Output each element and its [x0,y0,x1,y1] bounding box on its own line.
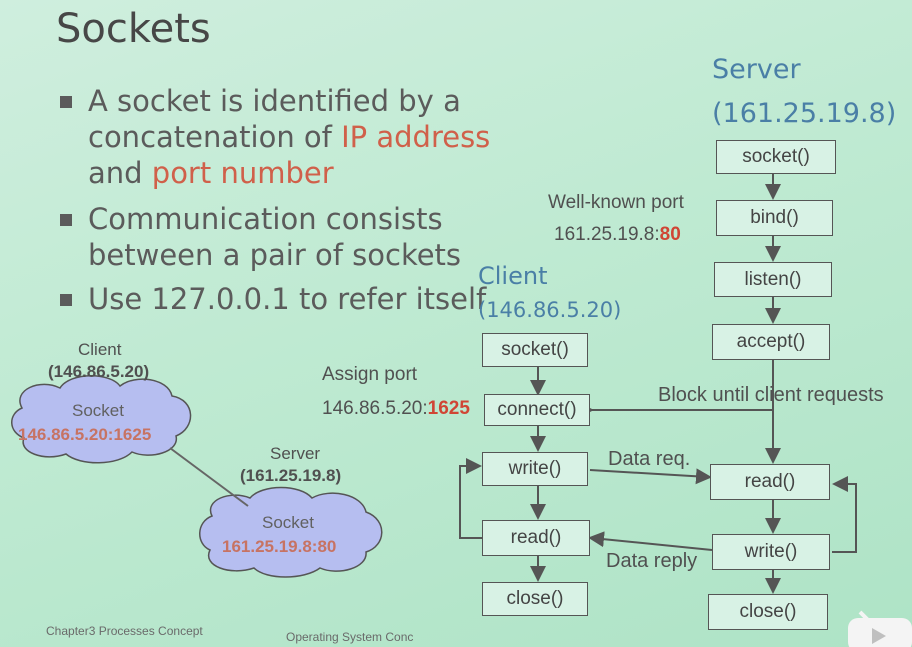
client-connect-box: connect() [484,394,590,426]
bullet-text: Communication consists [88,202,443,237]
server-socket-address: 161.25.19.8:80 [222,537,337,556]
footer-chapter: Chapter3 Processes Concept [46,624,203,638]
well-known-port-address: 161.25.19.8:80 [554,224,681,245]
client-ip: (146.86.5.20) [48,362,150,381]
well-known-port-label: Well-known port [548,192,684,213]
client-socket-address: 146.86.5.20:1625 [18,425,152,444]
client-write-box: write() [482,452,588,486]
client-close-box: close() [482,582,588,616]
plain-text: and [88,156,152,190]
assign-port-address: 146.86.5.20:1625 [322,398,470,419]
server-write-box: write() [712,534,830,570]
socket-link-line [169,447,249,507]
corner-logo-icon [848,610,912,647]
server-heading: Server [712,54,801,85]
plain-text: between a pair of sockets [88,238,462,272]
server-ip: (161.25.19.8) [240,466,342,485]
server-bind-box: bind() [716,200,833,236]
server-close-box: close() [708,594,828,630]
block-until-label: Block until client requests [658,384,884,406]
highlighted-text: IP address [341,120,491,154]
bullet-text: A socket is identified by a [88,84,461,119]
server-listen-box: listen() [714,262,832,297]
bullet-text: Use 127.0.0.1 to refer itself [88,282,486,317]
bullet-square-icon [60,214,72,226]
server-accept-box: accept() [712,324,830,360]
client-heading-ip: (146.86.5.20) [478,298,622,322]
client-socket-box: socket() [482,333,588,367]
server-socket-box: socket() [716,140,836,174]
bullet-text: and port number [88,156,334,191]
server-label: Server [270,444,321,463]
server-socket-cloud [199,486,383,578]
client-heading: Client [478,262,548,290]
plain-text: Communication consists [88,202,443,236]
bullet-text: concatenation of IP address [88,120,490,155]
bullet-text: between a pair of sockets [88,238,461,273]
slide-title: Sockets [56,6,211,52]
client-socket-cloud [11,375,192,464]
footer-course: Operating System Conc [286,630,414,644]
client-socket-label: Socket [72,401,124,420]
assign-port-label: Assign port [322,364,418,385]
client-read-box: read() [482,520,590,556]
highlighted-text: port number [151,156,334,190]
server-socket-label: Socket [262,513,314,532]
bullet-square-icon [60,294,72,306]
plain-text: Use 127.0.0.1 to refer itself [88,282,487,316]
data-request-label: Data req. [608,448,691,470]
client-label: Client [78,340,122,359]
plain-text: A socket is identified by a [88,84,461,118]
bullet-square-icon [60,96,72,108]
data-reply-label: Data reply [606,550,698,572]
server-read-box: read() [710,464,830,500]
server-heading-ip: (161.25.19.8) [712,98,897,129]
plain-text: concatenation of [88,120,342,154]
